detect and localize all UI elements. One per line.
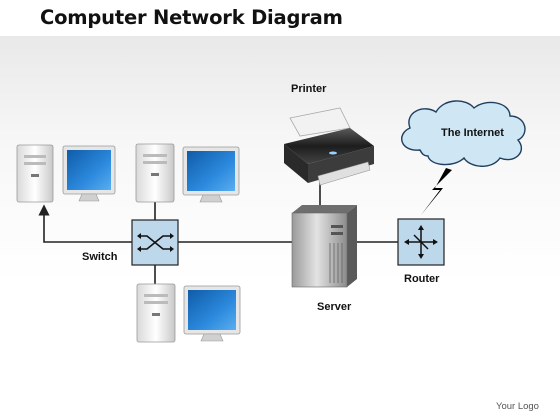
internet-cloud-icon[interactable] <box>401 100 526 167</box>
pc-bottom-icon[interactable] <box>136 283 241 343</box>
footer-logo: Your Logo <box>496 401 539 412</box>
server-icon[interactable] <box>291 205 357 288</box>
internet-label: The Internet <box>441 127 504 139</box>
printer-icon[interactable] <box>284 107 374 186</box>
switch-icon[interactable] <box>131 219 179 266</box>
server-label: Server <box>317 301 352 313</box>
background-band <box>0 36 560 390</box>
pc-top-icon[interactable] <box>135 143 240 203</box>
switch-label: Switch <box>82 251 118 263</box>
printer-label: Printer <box>291 83 327 95</box>
router-icon[interactable] <box>397 218 445 266</box>
link-switch-left-pc <box>38 204 132 243</box>
pc-left-icon[interactable] <box>16 144 116 203</box>
lightning-icon <box>421 168 452 215</box>
router-label: Router <box>404 273 440 285</box>
page-title: Computer Network Diagram <box>40 6 343 29</box>
